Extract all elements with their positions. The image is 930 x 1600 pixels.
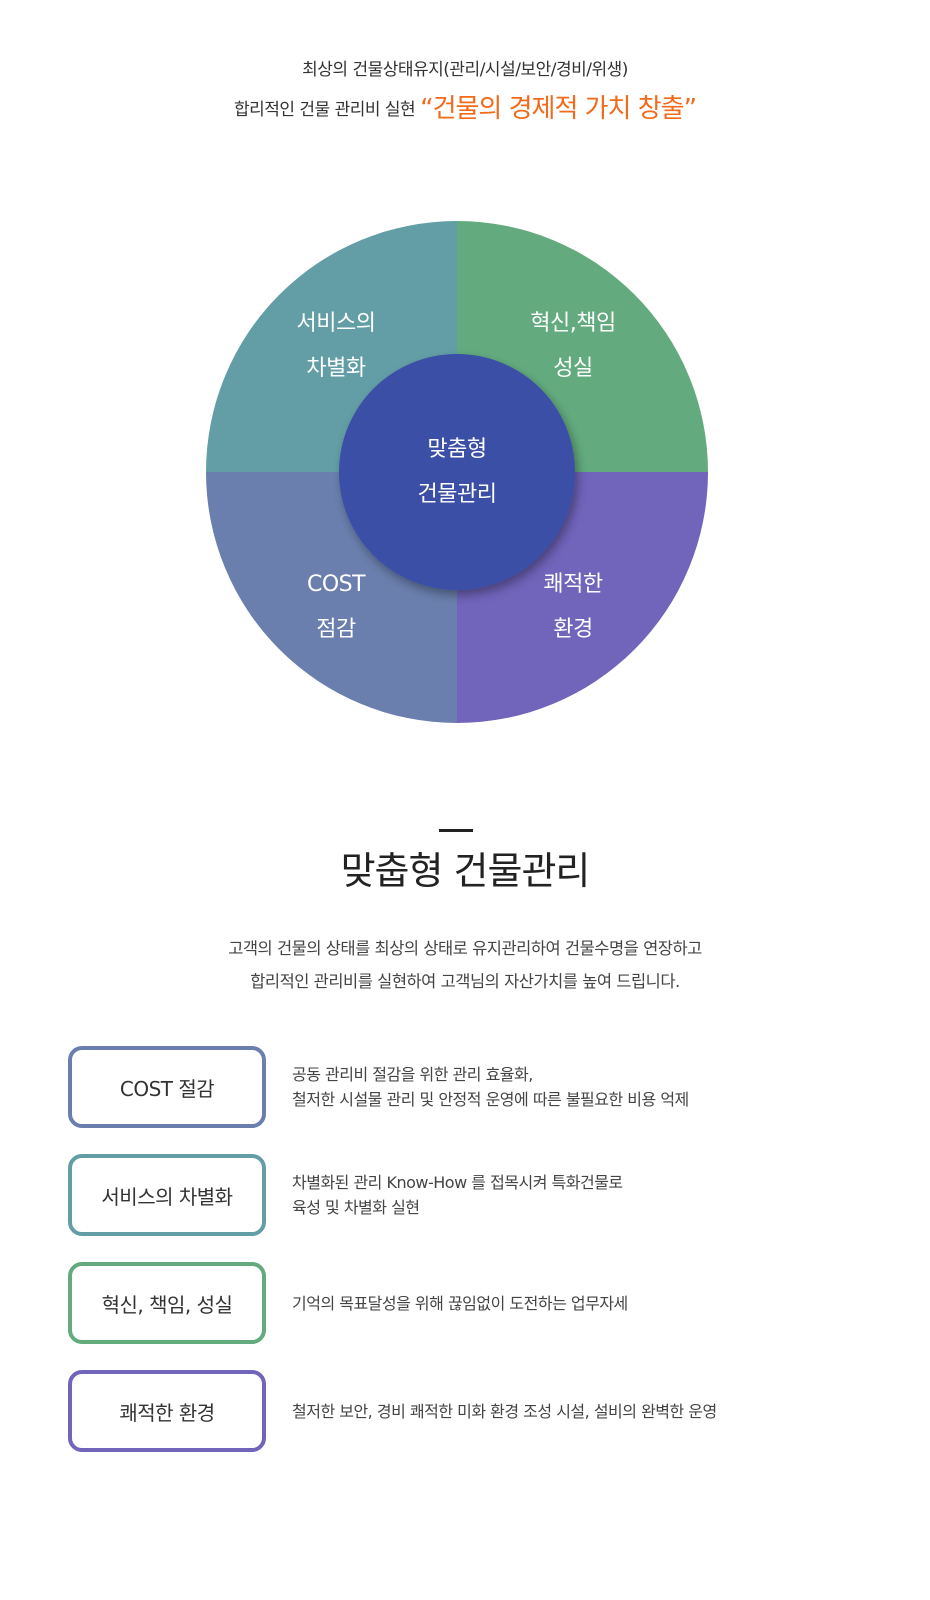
feature-badge: 쾌적한 환경 bbox=[68, 1370, 266, 1452]
feature-description-line: 기억의 목표달성을 위해 끊임없이 도전하는 업무자세 bbox=[292, 1293, 628, 1313]
feature-row-innovation: 혁신, 책임, 성실 기억의 목표달성을 위해 끊임없이 도전하는 업무자세 bbox=[68, 1262, 828, 1344]
feature-row-environment: 쾌적한 환경 철저한 보안, 경비 쾌적한 미화 환경 조성 시설, 설비의 완… bbox=[68, 1370, 828, 1452]
quadrant-label-line: 쾌적한 bbox=[543, 572, 603, 597]
intro-highlight: “건물의 경제적 가치 창출” bbox=[420, 94, 697, 124]
quadrant-label-line: 차별화 bbox=[306, 356, 366, 381]
diagram-graphic bbox=[206, 221, 708, 723]
section-description-line: 고객의 건물의 상태를 최상의 상태로 유지관리하여 건물수명을 연장하고 bbox=[228, 939, 702, 958]
quadrant-label-bottom-right: 쾌적한 환경 bbox=[493, 562, 653, 652]
feature-badge: 혁신, 책임, 성실 bbox=[68, 1262, 266, 1344]
intro-line2: 합리적인 건물 관리비 실현 “건물의 경제적 가치 창출” bbox=[0, 88, 930, 125]
quadrant-label-bottom-left: COST 점감 bbox=[256, 562, 416, 652]
feature-row-service: 서비스의 차별화 차별화된 관리 Know-How 를 접목시켜 특화건물로 육… bbox=[68, 1154, 828, 1236]
feature-description: 철저한 보안, 경비 쾌적한 미화 환경 조성 시설, 설비의 완벽한 운영 bbox=[292, 1370, 717, 1452]
center-label: 맞춤형 건물관리 bbox=[377, 427, 537, 517]
section-description: 고객의 건물의 상태를 최상의 상태로 유지관리하여 건물수명을 연장하고 합리… bbox=[0, 932, 930, 998]
feature-row-cost: COST 절감 공동 관리비 절감을 위한 관리 효율화, 철저한 시설물 관리… bbox=[68, 1046, 828, 1128]
feature-description-line: 육성 및 차별화 실현 bbox=[292, 1198, 420, 1217]
center-label-line: 건물관리 bbox=[417, 482, 497, 507]
quadrant-label-line: 성실 bbox=[553, 356, 593, 381]
quadrant-label-top-left: 서비스의 차별화 bbox=[256, 301, 416, 391]
quadrant-label-line: 서비스의 bbox=[296, 311, 376, 336]
feature-description-line: 공동 관리비 절감을 위한 관리 효율화, bbox=[292, 1065, 533, 1084]
quadrant-label-line: 점감 bbox=[316, 617, 356, 642]
feature-description: 공동 관리비 절감을 위한 관리 효율화, 철저한 시설물 관리 및 안정적 운… bbox=[292, 1046, 689, 1128]
section-title-bar bbox=[439, 829, 473, 832]
intro-line2-prefix: 합리적인 건물 관리비 실현 bbox=[233, 100, 416, 120]
quadrant-label-line: COST bbox=[306, 572, 366, 597]
feature-description: 차별화된 관리 Know-How 를 접목시켜 특화건물로 육성 및 차별화 실… bbox=[292, 1154, 623, 1236]
quadrant-label-top-right: 혁신,책임 성실 bbox=[493, 301, 653, 391]
feature-description-line: 철저한 시설물 관리 및 안정적 운영에 따른 불필요한 비용 억제 bbox=[292, 1090, 689, 1109]
center-label-line: 맞춤형 bbox=[427, 437, 487, 462]
quadrant-label-line: 혁신,책임 bbox=[530, 311, 616, 336]
intro: 최상의 건물상태유지(관리/시설/보안/경비/위생) 합리적인 건물 관리비 실… bbox=[0, 55, 930, 125]
section-title: 맞춥형 건물관리 bbox=[340, 849, 591, 893]
center-circle bbox=[339, 354, 575, 590]
feature-badge: 서비스의 차별화 bbox=[68, 1154, 266, 1236]
feature-description-line: 철저한 보안, 경비 쾌적한 미화 환경 조성 시설, 설비의 완벽한 운영 bbox=[292, 1401, 717, 1421]
feature-badge: COST 절감 bbox=[68, 1046, 266, 1128]
intro-line1: 최상의 건물상태유지(관리/시설/보안/경비/위생) bbox=[302, 60, 628, 80]
quadrant-label-line: 환경 bbox=[553, 617, 593, 642]
feature-description: 기억의 목표달성을 위해 끊임없이 도전하는 업무자세 bbox=[292, 1262, 628, 1344]
section-description-line: 합리적인 관리비를 실현하여 고객님의 자산가치를 높여 드립니다. bbox=[250, 972, 680, 991]
service-diagram: 서비스의 차별화 혁신,책임 성실 COST 점감 쾌적한 환경 맞춤형 건물관… bbox=[206, 221, 708, 723]
feature-description-line: 차별화된 관리 Know-How 를 접목시켜 특화건물로 bbox=[292, 1173, 623, 1192]
